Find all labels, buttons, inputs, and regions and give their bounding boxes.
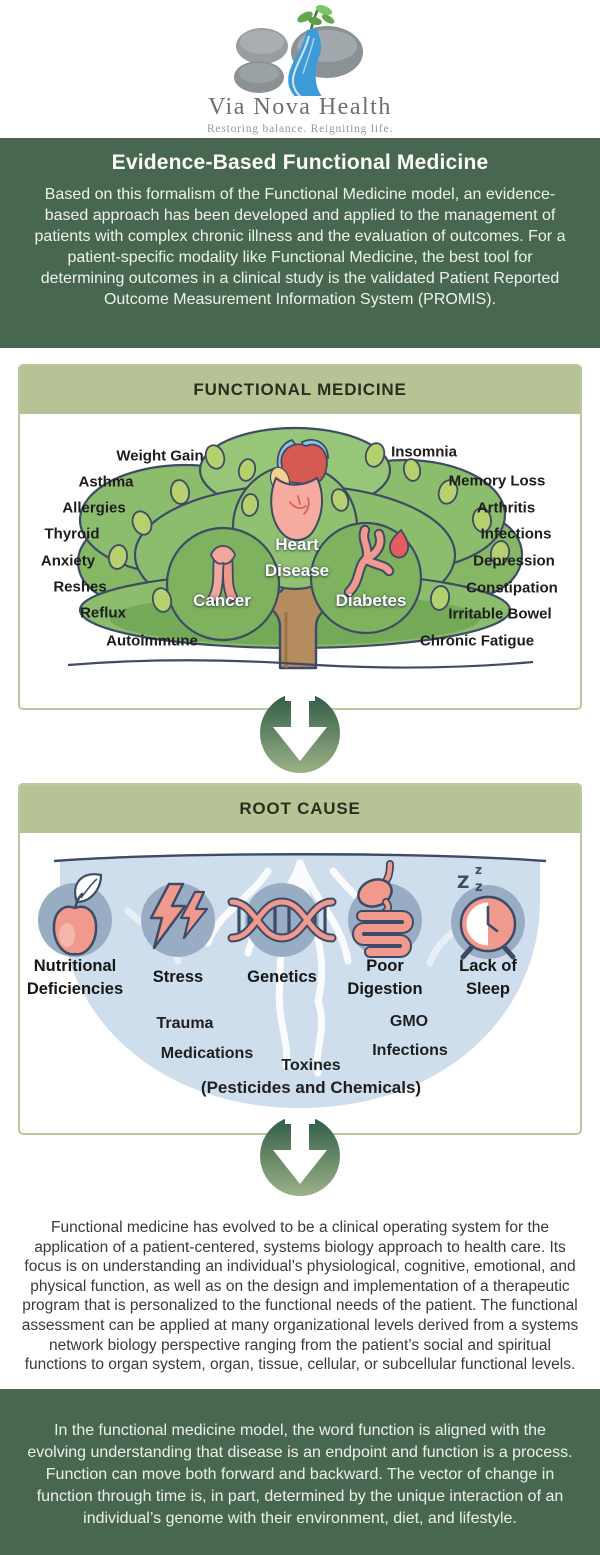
dna-icon xyxy=(227,883,337,957)
symptom-label: Arthritis xyxy=(476,499,536,517)
root-cause-header-label: ROOT CAUSE xyxy=(239,799,361,818)
functional-medicine-header: FUNCTIONAL MEDICINE xyxy=(20,366,580,414)
root-cause-label: Stress xyxy=(152,968,204,986)
symptom-label: Asthma xyxy=(78,473,134,491)
symptom-label: Memory Loss xyxy=(448,472,546,490)
symptom-label: Autoimmune xyxy=(106,632,198,650)
root-cause-label: Nutritional Deficiencies xyxy=(26,957,124,998)
root-cause-header: ROOT CAUSE xyxy=(20,785,580,833)
symptom-label: Depression xyxy=(473,552,555,570)
footer-paragraph: In the functional medicine model, the wo… xyxy=(27,1422,573,1527)
root-cause-label: Genetics xyxy=(247,968,317,986)
svg-text:z: z xyxy=(475,880,483,895)
brand-name: Via Nova Health xyxy=(208,94,392,120)
root-cause-inner-label: Toxines xyxy=(281,1057,341,1074)
symptom-label: Irritable Bowel xyxy=(448,605,552,623)
symptom-label: Constipation xyxy=(466,579,558,597)
tree-fruit-icons xyxy=(107,442,511,613)
root-cause-inner-label: (Pesticides and Chemicals) xyxy=(200,1078,422,1097)
root-cause-inner-label: GMO xyxy=(389,1013,429,1030)
svg-text:Z: Z xyxy=(457,873,469,893)
digestive-tract-icon xyxy=(348,860,422,958)
down-arrow-icon xyxy=(260,1109,340,1196)
down-arrow-icon xyxy=(260,686,340,773)
brand-tagline: Restoring balance. Reigniting life. xyxy=(206,123,394,135)
root-cause-label: Lack of Sleep xyxy=(459,957,517,998)
tree-label-cancer: Cancer xyxy=(193,591,251,610)
root-cause-inner-label: Medications xyxy=(160,1045,254,1062)
heart-icon xyxy=(269,438,329,541)
soil-line xyxy=(53,853,547,863)
apple-icon xyxy=(38,873,112,957)
intro-paragraph: Based on this formalism of the Functiona… xyxy=(34,186,566,308)
cancer-ribbon-icon xyxy=(206,545,240,605)
lightning-icon xyxy=(141,882,215,957)
root-cause-inner-label: Trauma xyxy=(156,1015,214,1032)
symptom-label: Reshes xyxy=(53,578,107,596)
svg-text:z: z xyxy=(475,863,482,877)
ground-line xyxy=(67,659,534,669)
alarm-clock-icon: z Z z xyxy=(451,863,525,960)
symptom-label: Insomnia xyxy=(391,443,457,461)
symptom-label: Chronic Fatigue xyxy=(419,632,535,650)
diabetes-icon xyxy=(343,524,410,598)
functional-medicine-header-label: FUNCTIONAL MEDICINE xyxy=(193,380,407,399)
symptom-label: Weight Gain xyxy=(116,447,204,465)
symptom-label: Infections xyxy=(480,525,552,543)
symptom-label: Allergies xyxy=(62,499,126,517)
tree-label-heart-disease: Heart Disease xyxy=(264,535,330,580)
root-cause-inner-label: Infections xyxy=(372,1042,448,1059)
via-nova-health-logo-icon xyxy=(234,4,363,96)
logo-header: Via Nova Health Restoring balance. Reign… xyxy=(0,0,600,138)
disease-tree-illustration xyxy=(67,426,534,670)
root-cause-label: Poor Digestion xyxy=(347,957,423,998)
footer-section: In the functional medicine model, the wo… xyxy=(0,1389,600,1555)
functional-medicine-paragraph: Functional medicine has evolved to be a … xyxy=(21,1219,579,1374)
tree-label-diabetes: Diabetes xyxy=(335,591,407,610)
intro-section: Evidence-Based Functional Medicine Based… xyxy=(0,138,600,348)
symptom-label: Anxiety xyxy=(40,552,96,570)
symptom-label: Thyroid xyxy=(44,525,100,543)
page-title: Evidence-Based Functional Medicine xyxy=(111,151,489,174)
symptom-label: Reflux xyxy=(80,604,126,622)
